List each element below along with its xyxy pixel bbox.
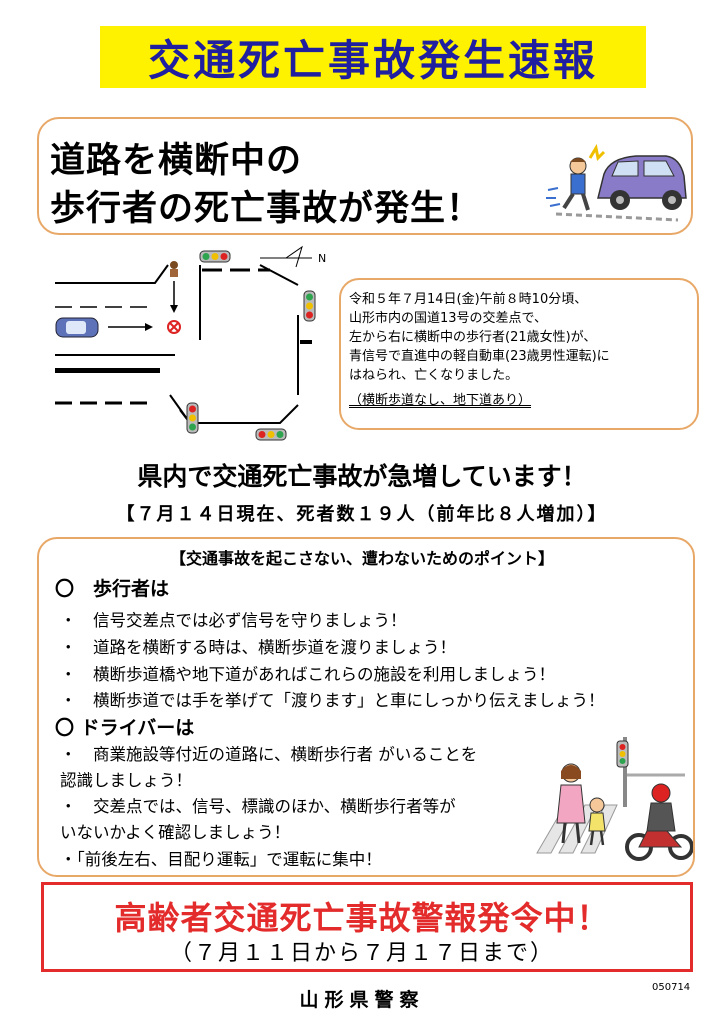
description-line: 令和５年７月14日(金)午前８時10分頃、 <box>349 292 588 307</box>
compass-label: N <box>318 252 326 265</box>
driver-point: 認識しましょう！ <box>60 771 192 790</box>
mother-icon <box>556 763 586 844</box>
driver-point: いないかよく確認しましょう！ <box>60 823 291 842</box>
motion-lines <box>546 187 561 207</box>
driver-point: ・ 商業施設等付近の道路に、横断歩行者 がいることを <box>60 745 478 764</box>
pedestrian-icon <box>562 157 590 211</box>
description-line: はねられ、亡くなりました。 <box>349 368 519 383</box>
traffic-light-bottom <box>255 428 287 441</box>
driver-point: ・ 交差点では、信号、標識のほか、横断歩行者等が <box>60 797 456 816</box>
page-title: 交通死亡事故発生速報 <box>100 26 646 88</box>
headline-box <box>37 117 693 235</box>
pedestrian-point: ・ 道路を横断する時は、横断歩道を渡りましょう！ <box>60 638 456 657</box>
document-code: 050714 <box>652 982 691 993</box>
traffic-light-right <box>303 290 316 322</box>
car-icon <box>55 317 99 338</box>
compass-icon: N <box>260 245 326 268</box>
car-icon <box>597 155 687 210</box>
traffic-light-top <box>199 250 231 263</box>
motorcycle-icon <box>625 783 693 861</box>
issuer: 山形県警察 <box>299 989 425 1011</box>
driver-heading: 〇 ドライバーは <box>55 717 195 739</box>
crosswalk-lines <box>555 212 679 222</box>
description-note: （横断歩道なし、地下道あり） <box>349 393 532 408</box>
headline-line-1: 道路を横断中の <box>50 141 303 181</box>
alert-heading: 高齢者交通死亡事故警報発令中！ <box>114 899 610 937</box>
impact-point-icon <box>167 320 181 334</box>
pedestrian-point: ・ 横断歩道橋や地下道があればこれらの施設を利用しましょう！ <box>60 665 555 684</box>
child-icon <box>588 797 606 846</box>
alert-period: （７月１１日から７月１７日まで） <box>169 941 554 966</box>
pedestrian-point: ・ 横断歩道では手を挙げて「渡ります」と車にしっかり伝えましょう！ <box>60 691 605 710</box>
impact-mark <box>588 143 606 162</box>
description-line: 青信号で直進中の軽自動車(23歳男性運転)に <box>349 349 610 364</box>
pedestrian-heading: 〇 歩行者は <box>55 578 170 600</box>
description-line: 左から右に横断中の歩行者(21歳女性)が、 <box>349 330 597 345</box>
headline-line-2: 歩行者の死亡事故が発生！ <box>50 189 483 229</box>
points-box <box>37 537 695 877</box>
intersection-map: N <box>55 245 326 441</box>
fatality-count: 【７月１４日現在、死者数１９人（前年比８人増加）】 <box>116 504 608 525</box>
median-strip-right <box>300 340 312 344</box>
accident-illustration <box>546 143 687 222</box>
median-strip <box>55 368 160 373</box>
increase-heading: 県内で交通死亡事故が急増しています！ <box>137 462 587 491</box>
driver-point: ・「前後左右、目配り運転」で運転に集中！ <box>60 850 382 869</box>
pedestrian-point: ・ 信号交差点では必ず信号を守りましょう！ <box>60 611 407 630</box>
points-title: 【交通事故を起こさない、遭わないためのポイント】 <box>169 549 554 568</box>
traffic-light-left <box>186 402 199 434</box>
alert-box <box>41 882 693 972</box>
traffic-light-icon <box>616 740 629 768</box>
description-box <box>339 278 699 430</box>
crosswalk-illustration <box>536 737 693 861</box>
pedestrian-icon <box>170 261 178 277</box>
description-line: 山形市内の国道13号の交差点で、 <box>349 311 548 326</box>
